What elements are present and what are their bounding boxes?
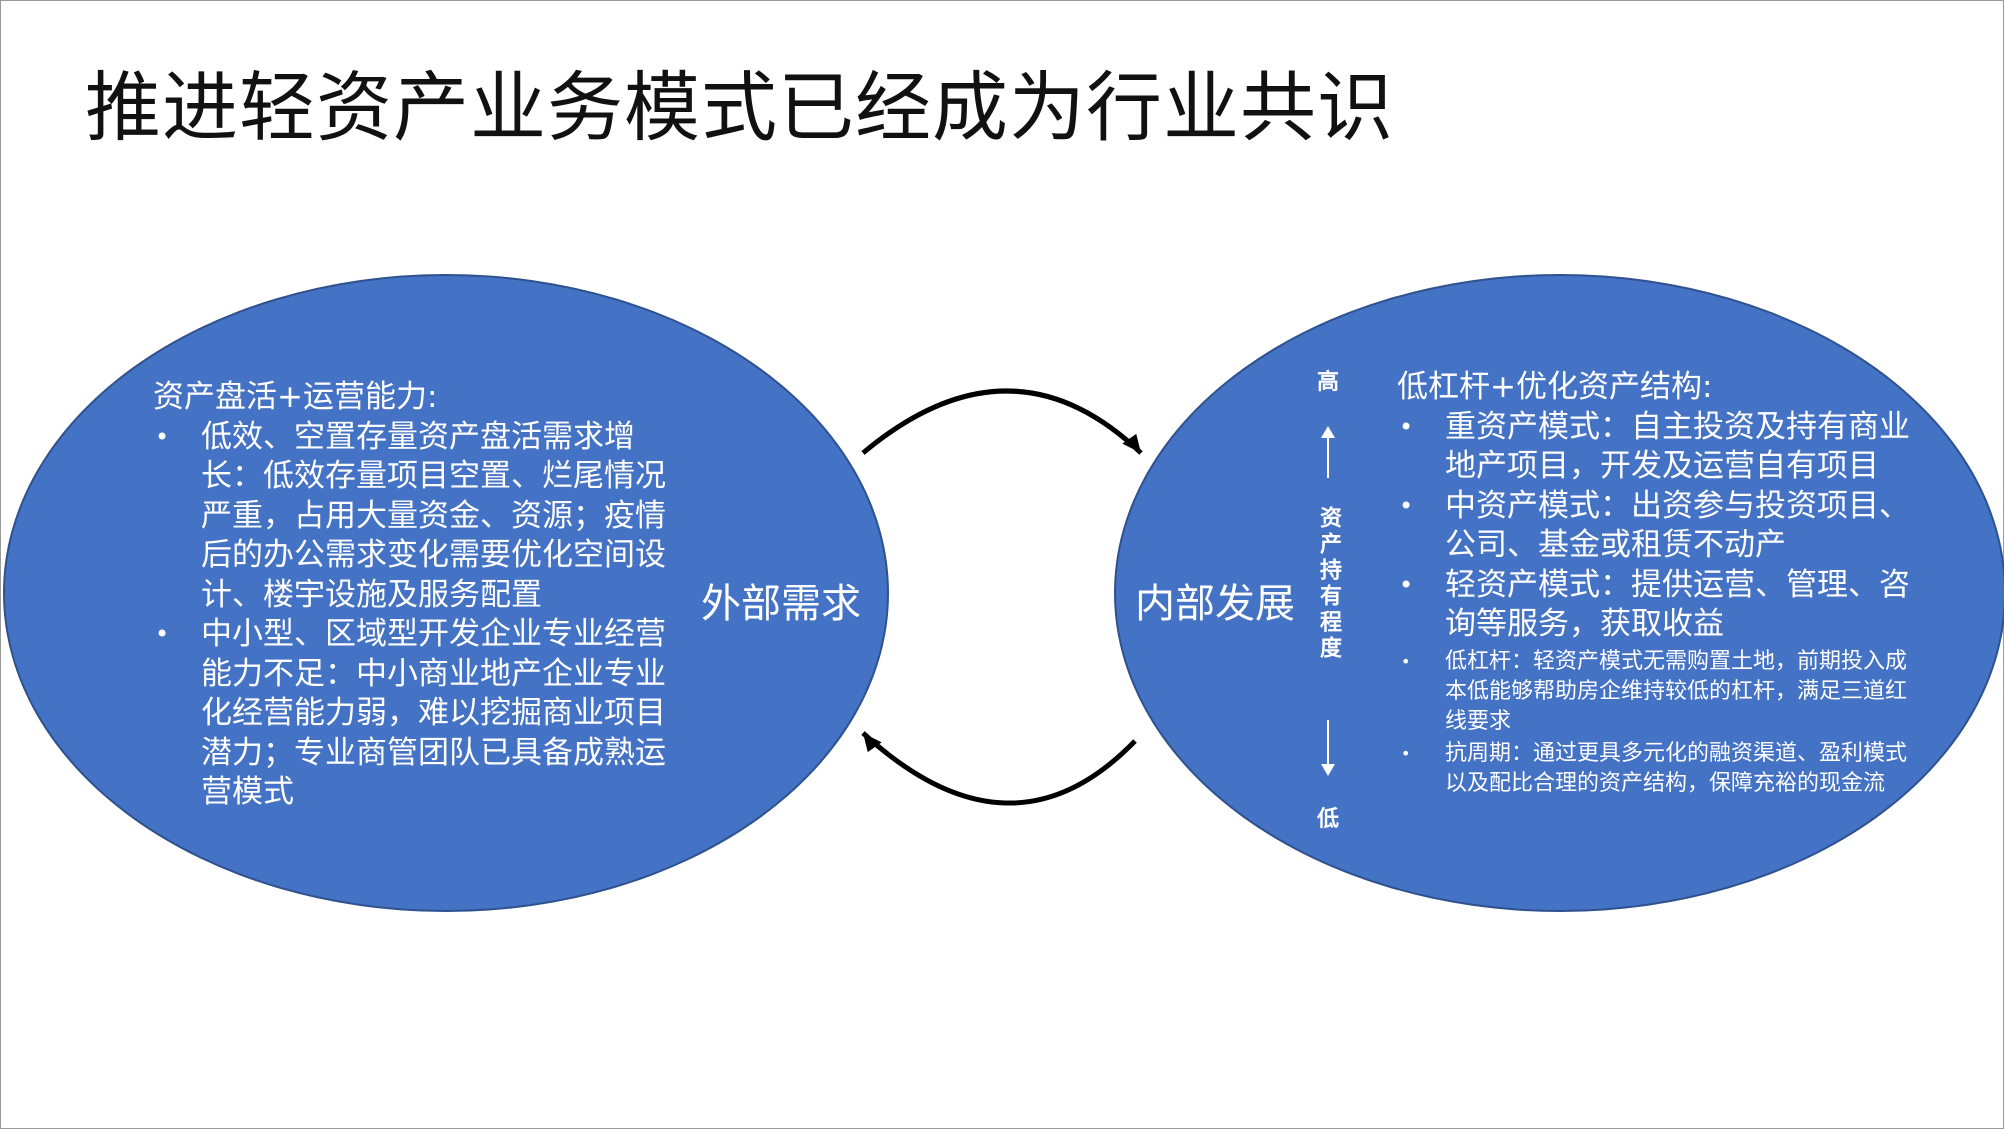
axis-title: 资产持有程度 [1316, 506, 1341, 662]
internal-development-heading: 低杠杆+优化资产结构: [1397, 369, 1713, 405]
internal-development-list: 重资产模式：自主投资及持有商业地产项目，开发及运营自有项目 中资产模式：出资参与… [1397, 408, 1917, 799]
list-item: 低效、空置存量资产盘活需求增长：低效存量项目空置、烂尾情况严重，占用大量资金、资… [153, 418, 673, 616]
axis-line-down [1327, 720, 1329, 764]
external-demand-text: 资产盘活+运营能力: 低效、空置存量资产盘活需求增长：低效存量项目空置、烂尾情况… [153, 378, 673, 813]
external-demand-heading: 资产盘活+运营能力: [153, 379, 438, 415]
arrow-up-icon [1321, 426, 1335, 438]
external-demand-label: 外部需求 [701, 581, 861, 627]
axis-high-label: 高 [1316, 370, 1339, 395]
curved-arrow-right-icon [861, 388, 1143, 455]
external-demand-list: 低效、空置存量资产盘活需求增长：低效存量项目空置、烂尾情况严重，占用大量资金、资… [153, 418, 673, 813]
internal-development-label: 内部发展 [1135, 581, 1295, 627]
arrow-down-icon [1321, 764, 1335, 776]
list-item: 轻资产模式：提供运营、管理、咨询等服务，获取收益 [1397, 566, 1917, 645]
curved-arrow-left-icon [861, 731, 1137, 806]
sub-list-item: 低杠杆：轻资产模式无需购置土地，前期投入成本低能够帮助房企维持较低的杠杆，满足三… [1397, 647, 1917, 737]
sub-list-item: 抗周期：通过更具多元化的融资渠道、盈利模式以及配比合理的资产结构，保障充裕的现金… [1397, 739, 1917, 799]
list-item: 重资产模式：自主投资及持有商业地产项目，开发及运营自有项目 [1397, 408, 1917, 487]
axis-low-label: 低 [1316, 807, 1339, 832]
internal-development-text: 低杠杆+优化资产结构: 重资产模式：自主投资及持有商业地产项目，开发及运营自有项… [1397, 368, 1917, 799]
list-item: 中小型、区域型开发企业专业经营能力不足：中小商业地产企业专业化经营能力弱，难以挖… [153, 615, 673, 813]
axis-line-up [1327, 436, 1329, 478]
list-item: 中资产模式：出资参与投资项目、公司、基金或租赁不动产 [1397, 487, 1917, 566]
asset-holding-axis: 高 资产持有程度 低 [1308, 356, 1348, 836]
page-title: 推进轻资产业务模式已经成为行业共识 [85, 63, 1394, 152]
